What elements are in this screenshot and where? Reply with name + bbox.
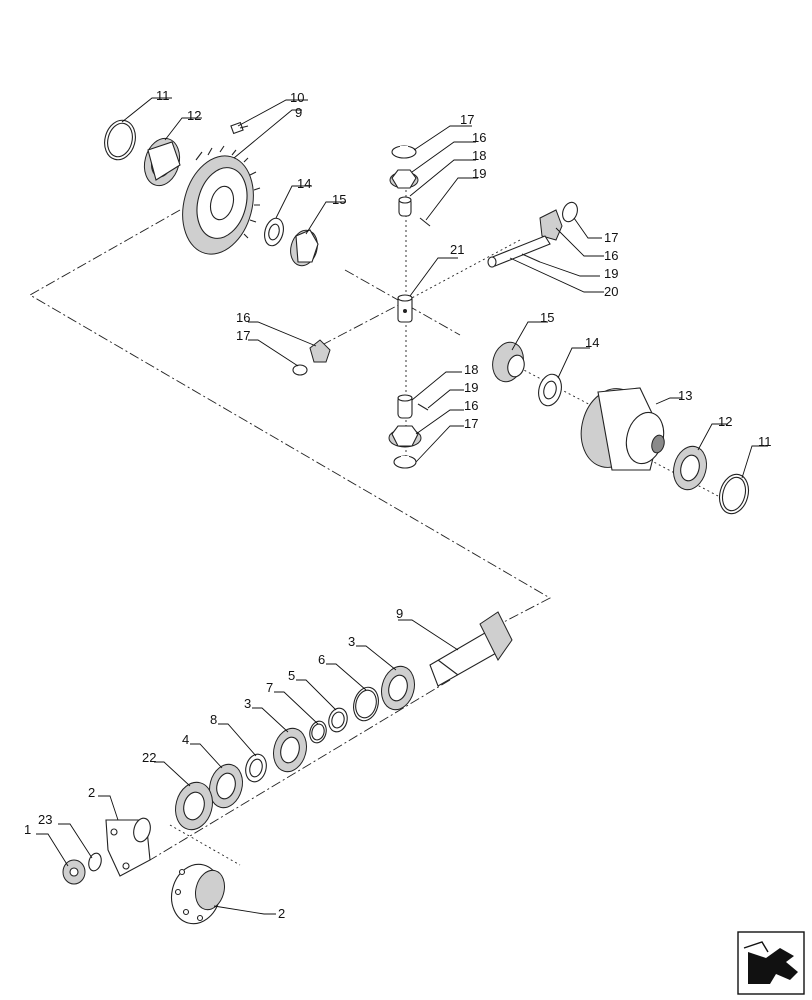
callout-3-upper: 3 [348,634,355,649]
seal-4 [209,763,243,809]
callout-16-bottom: 16 [464,398,478,413]
roll-pin-19-bottom [417,403,429,411]
flange-2-lower [171,863,225,925]
bearing-3-lower [273,727,307,773]
callout-22: 22 [142,750,156,765]
thrust-washer-17-right [562,201,578,223]
pinion-shaft-9 [429,611,513,687]
callout-13: 13 [678,388,692,403]
callout-21: 21 [450,242,464,257]
bearing-12-right [673,445,707,491]
side-gear-15-left [290,229,319,267]
callout-18-bottom: 18 [464,362,478,377]
thrust-washer-17-top [391,145,417,159]
callout-14-right: 14 [585,335,599,350]
bolt-10 [230,121,249,135]
callout-11-right: 11 [758,434,772,449]
side-gear-15-right [492,341,525,383]
callout-19-right: 19 [604,266,618,281]
callout-17-left: 17 [236,328,250,343]
pinion-16-left [309,339,331,363]
snap-ring-23 [88,852,102,872]
snap-ring-11-left [104,119,136,161]
callout-12-left: 12 [187,108,201,123]
callout-12-right: 12 [718,414,732,429]
callout-2-upper: 2 [88,785,95,800]
callout-4: 4 [182,732,189,747]
yoke-2-upper [105,817,151,877]
thrust-washer-14-left [264,217,284,247]
spacer-5 [328,707,348,733]
callout-3-lower: 3 [244,696,251,711]
callout-10: 10 [290,90,304,105]
bearing-3-upper [381,665,415,711]
shim-7 [309,720,327,744]
callout-16-right: 16 [604,248,618,263]
thrust-washer-14-right [538,373,562,407]
pin-18-bottom [397,394,413,419]
roll-pin-19-right [521,253,541,263]
callout-16-left: 16 [236,310,250,325]
nut-1 [62,859,86,885]
callout-17-bottom: 17 [464,416,478,431]
callout-8: 8 [210,712,217,727]
callout-23: 23 [38,812,52,827]
callout-15-left: 15 [332,192,346,207]
cross-shaft-21 [397,294,413,323]
ring-gear-9 [182,145,261,255]
roll-pin-19-top [419,217,431,227]
shaft-20 [487,235,551,268]
dust-shield-22 [175,781,213,831]
assembly-centerlines [29,175,736,866]
callout-labels: 11 12 10 9 14 15 17 16 18 19 21 17 16 19… [24,88,772,921]
callout-11-left: 11 [156,88,170,103]
callout-17-top: 17 [460,112,474,127]
bearing-12-left [143,137,181,187]
callout-9-lower: 9 [396,606,403,621]
snap-ring-11-right [718,473,750,515]
callout-9-upper: 9 [295,105,302,120]
pinion-16-top [389,169,419,189]
callout-1: 1 [24,822,31,837]
callout-6: 6 [318,652,325,667]
callout-19-top: 19 [472,166,486,181]
callout-18-top: 18 [472,148,486,163]
pinion-16-right [539,209,563,241]
callout-14-left: 14 [297,176,311,191]
pin-18-top [398,196,412,217]
pinion-16-bottom [388,425,422,448]
differential-case-13 [580,387,665,471]
callout-16-top: 16 [472,130,486,145]
callout-leaders [36,97,768,915]
callout-7: 7 [266,680,273,695]
o-ring-6 [353,686,379,722]
thrust-washer-17-left [292,364,308,376]
callout-19-bottom: 19 [464,380,478,395]
spacer-8 [245,753,267,783]
callout-15-right: 15 [540,310,554,325]
callout-5: 5 [288,668,295,683]
return-arrow-icon[interactable] [737,931,805,995]
callout-2-lower: 2 [278,906,285,921]
callout-17-right: 17 [604,230,618,245]
callout-20: 20 [604,284,618,299]
thrust-washer-17-bottom [393,455,417,469]
